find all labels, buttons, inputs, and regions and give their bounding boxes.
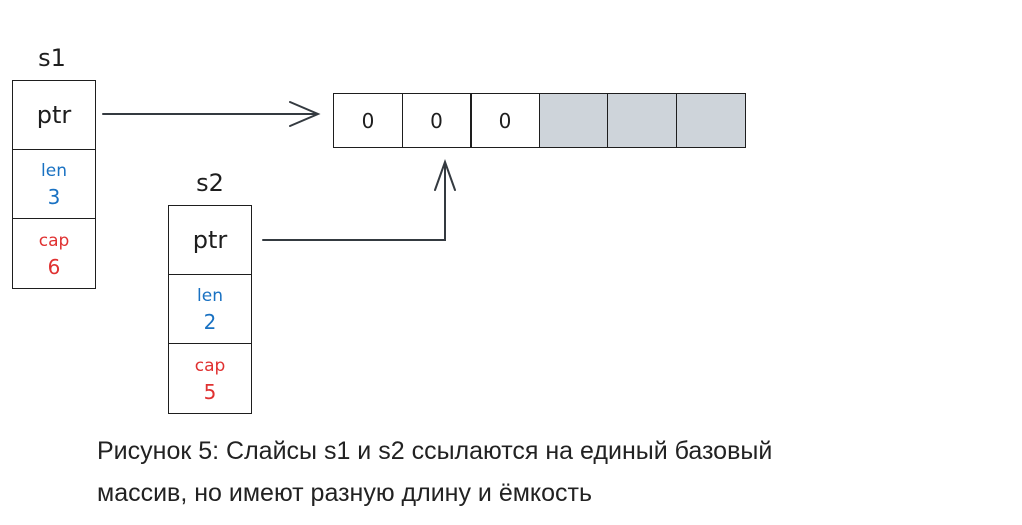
s2-struct: ptr len 2 cap 5 (168, 205, 252, 414)
caption-line-2: массив, но имеют разную длину и ёмкость (97, 479, 593, 507)
s2-label: s2 (196, 169, 224, 197)
cap-value: 6 (47, 254, 61, 279)
array-cell: 0 (333, 93, 403, 148)
len-label: len (197, 286, 223, 306)
s1-ptr-arrow (102, 101, 321, 127)
cap-label: cap (194, 355, 226, 376)
array-cell: 0 (470, 93, 540, 148)
s1-struct: ptr len 3 cap 6 (12, 80, 96, 289)
s1-cap-cell: cap 6 (13, 219, 95, 288)
array-cell-unused (538, 93, 609, 148)
len-label: len (41, 161, 67, 181)
s2-len-cell: len 2 (169, 275, 251, 344)
backing-array: 0 0 0 (333, 93, 746, 148)
s1-len-cell: len 3 (13, 150, 95, 219)
figure-caption: Рисунок 5: Слайсы s1 и s2 ссылаются на е… (97, 430, 772, 514)
ptr-label: ptr (36, 101, 72, 129)
caption-line-1: Рисунок 5: Слайсы s1 и s2 ссылаются на е… (97, 437, 773, 465)
ptr-label: ptr (192, 226, 228, 254)
s1-ptr-cell: ptr (13, 81, 95, 150)
array-cell-unused (607, 93, 677, 148)
s2-ptr-arrow (262, 159, 456, 241)
s2-cap-cell: cap 5 (169, 344, 251, 413)
s1-label: s1 (38, 44, 66, 72)
cap-value: 5 (203, 379, 217, 404)
len-value: 2 (203, 310, 217, 334)
s2-ptr-cell: ptr (169, 206, 251, 275)
array-cell-unused (675, 93, 746, 148)
len-value: 3 (47, 185, 61, 209)
array-cell: 0 (401, 93, 472, 148)
cap-label: cap (38, 230, 70, 251)
